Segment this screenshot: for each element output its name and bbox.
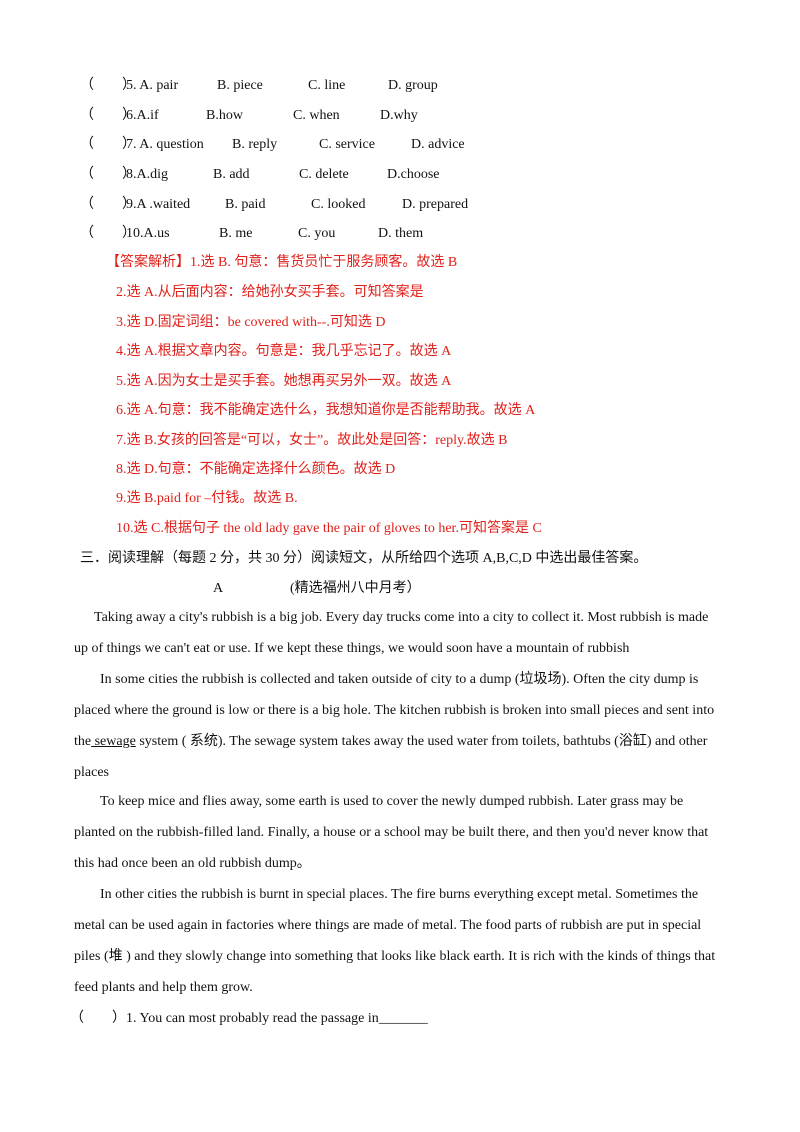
option-b: B. me (219, 226, 253, 241)
option-d: D. them (378, 226, 424, 241)
answer-explanation: 2.选 A.从后面内容：给她孙女买手套。可知答案是 (116, 285, 424, 300)
question-row: （ ） (80, 107, 136, 125)
option-d: D. advice (411, 137, 465, 152)
passage-line: feed plants and help them grow. (74, 980, 253, 995)
passage-letter: A (213, 581, 224, 596)
passage-line: this had once been an old rubbish dump。 (74, 856, 311, 871)
passage-line: In other cities the rubbish is burnt in … (100, 887, 699, 902)
option-a: 6.A.if (126, 108, 159, 123)
passage-line: In some cities the rubbish is collected … (100, 672, 699, 687)
passage-line: the sewage system ( 系统). The sewage syst… (74, 733, 707, 751)
answer-explanation: 【答案解析】1.选 B. 句意：售货员忙于服务顾客。故选 B (106, 255, 458, 270)
answer-bracket: （ ） (80, 197, 136, 212)
option-a: 7. A. question (126, 137, 204, 152)
option-b: B. paid (225, 197, 266, 212)
option-b: B. add (213, 167, 250, 182)
option-a: 8.A.dig (126, 167, 168, 182)
answer-bracket: （ ） (80, 78, 136, 93)
option-d: D. prepared (402, 197, 469, 212)
passage-line: piles (堆 ) and they slowly change into s… (74, 949, 716, 964)
option-c: C. looked (311, 197, 366, 212)
question-row: （ ） (80, 136, 136, 154)
option-d: D.choose (387, 167, 440, 182)
question-row: （ ） (80, 77, 136, 95)
passage-line: planted on the rubbish-filled land. Fina… (74, 825, 709, 840)
option-b: B. reply (232, 137, 278, 152)
section-heading: 三．阅读理解（每题 2 分，共 30 分）阅读短文，从所给四个选项 A,B,C,… (80, 551, 648, 566)
option-d: D.why (380, 108, 418, 123)
question-bracket: （ ） (70, 1011, 126, 1026)
question-row: （ ） (80, 166, 136, 184)
option-a: 10.A.us (126, 226, 170, 241)
option-c: C. when (293, 108, 340, 123)
answer-explanation: 6.选 A.句意：我不能确定选什么，我想知道你是否能帮助我。故选 A (116, 403, 536, 418)
passage-line: places (74, 765, 109, 780)
question-row: （ ） (80, 225, 136, 243)
answer-explanation: 3.选 D.固定词组：be covered with--.可知选 D (116, 315, 386, 330)
option-d: D. group (388, 78, 438, 93)
passage-line: placed where the ground is low or there … (74, 703, 715, 718)
underlined-word: sewage (91, 734, 136, 749)
option-c: C. delete (299, 167, 349, 182)
passage-line: up of things we can't eat or use. If we … (74, 641, 630, 656)
passage-source: (精选福州八中月考） (290, 581, 421, 596)
passage-line: Taking away a city's rubbish is a big jo… (94, 610, 709, 625)
answer-explanation: 10.选 C.根据句子 the old lady gave the pair o… (116, 521, 542, 536)
passage-line: To keep mice and flies away, some earth … (100, 794, 684, 809)
option-c: C. you (298, 226, 336, 241)
answer-bracket: （ ） (80, 137, 136, 152)
answer-bracket: （ ） (80, 167, 136, 182)
answer-explanation: 7.选 B.女孩的回答是“可以，女士”。故此处是回答：reply.故选 B (116, 433, 508, 448)
option-b: B.how (206, 108, 243, 123)
option-a: 9.A .waited (126, 197, 191, 212)
option-c: C. service (319, 137, 375, 152)
passage-line: metal can be used again in factories whe… (74, 918, 702, 933)
question-row: （ ） (80, 196, 136, 214)
question-text: 1. You can most probably read the passag… (126, 1011, 428, 1026)
answer-bracket: （ ） (80, 108, 136, 123)
answer-explanation: 4.选 A.根据文章内容。句意是：我几乎忘记了。故选 A (116, 344, 452, 359)
option-a: 5. A. pair (126, 78, 179, 93)
answer-explanation: 8.选 D.句意：不能确定选择什么颜色。故选 D (116, 462, 396, 477)
option-c: C. line (308, 78, 346, 93)
answer-explanation: 5.选 A.因为女士是买手套。她想再买另外一双。故选 A (116, 374, 452, 389)
answer-bracket: （ ） (80, 226, 136, 241)
passage-text: system ( 系统). The sewage system takes aw… (135, 734, 708, 749)
passage-text: the (74, 734, 92, 749)
option-b: B. piece (217, 78, 263, 93)
answer-explanation: 9.选 B.paid for –付钱。故选 B. (116, 491, 298, 506)
